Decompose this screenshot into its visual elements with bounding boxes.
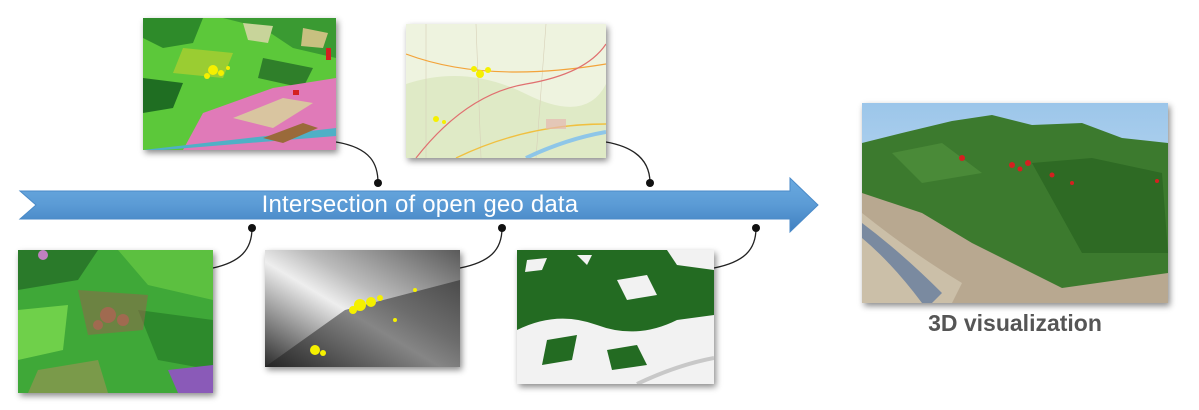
visualization-label: 3D visualization [928, 310, 1102, 336]
terrain-3d-thumbnail [862, 103, 1168, 303]
banner-label: Intersection of open geo data [261, 191, 579, 218]
forest-mask-icon [517, 250, 714, 384]
land-cover-map-icon [143, 18, 336, 150]
connector-forest-mask [713, 224, 760, 269]
connector-land-cover [335, 141, 382, 187]
connector-satellite [212, 224, 256, 269]
road-map-icon [406, 24, 606, 158]
elevation-model-icon [265, 250, 460, 367]
land-cover-map-thumbnail [143, 18, 336, 150]
connector-road-map [605, 141, 654, 187]
connector-elevation [459, 224, 506, 269]
elevation-model-thumbnail [265, 250, 460, 367]
forest-mask-thumbnail [517, 250, 714, 384]
satellite-image-thumbnail [18, 250, 213, 393]
road-map-thumbnail [406, 24, 606, 158]
data-flow-arrow [18, 176, 819, 234]
satellite-image-icon [18, 250, 213, 393]
terrain-3d-icon [862, 103, 1168, 303]
